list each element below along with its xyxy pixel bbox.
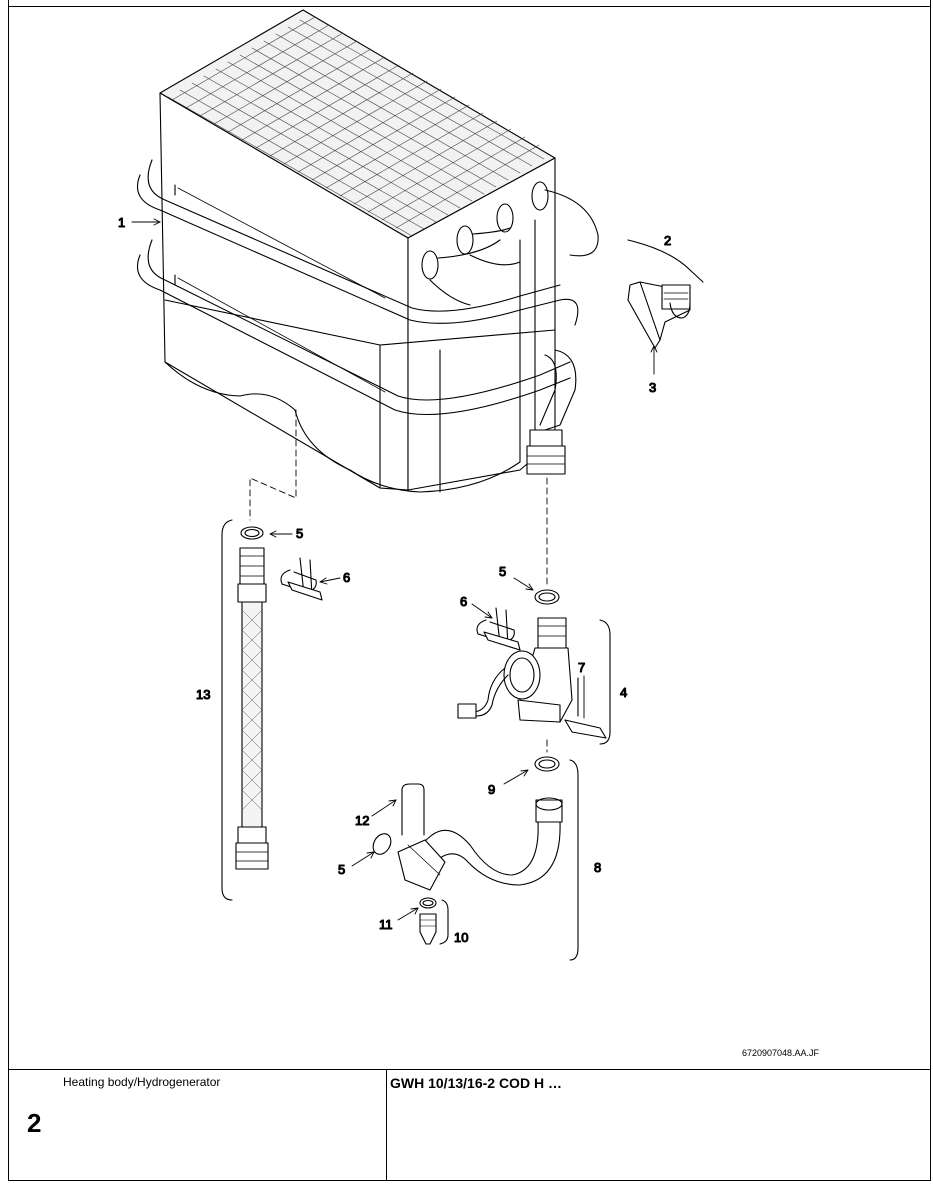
callout-2: 2 bbox=[664, 233, 671, 248]
callout-10: 10 bbox=[454, 930, 468, 945]
o-ring-part-9 bbox=[534, 756, 560, 772]
temperature-sensor-part-2 bbox=[627, 239, 704, 349]
callout-4: 4 bbox=[620, 685, 627, 700]
callout-5-lower: 5 bbox=[338, 862, 345, 877]
callout-8: 8 bbox=[594, 860, 601, 875]
callout-13: 13 bbox=[196, 687, 210, 702]
callout-5-upper-right: 5 bbox=[499, 564, 506, 579]
restrictor-part-10 bbox=[419, 897, 449, 945]
o-ring-part-5-lower bbox=[372, 833, 392, 855]
frame-top-edge bbox=[8, 0, 931, 6]
flexible-hose-part-13 bbox=[221, 519, 269, 901]
outlet-pipe-part-8 bbox=[397, 759, 579, 961]
callout-6-right: 6 bbox=[460, 594, 467, 609]
water-valve-part-4 bbox=[457, 589, 611, 745]
clip-part-12 bbox=[401, 783, 425, 836]
callout-6-left: 6 bbox=[343, 570, 350, 585]
leader-lines bbox=[131, 218, 658, 921]
heat-exchanger bbox=[136, 9, 599, 493]
callout-5-upper-left: 5 bbox=[296, 526, 303, 541]
callout-11: 11 bbox=[379, 917, 393, 932]
model-name: GWH 10/13/16-2 COD H … bbox=[390, 1075, 562, 1091]
section-title: Heating body/Hydrogenerator bbox=[63, 1075, 221, 1089]
page-number: 2 bbox=[27, 1108, 42, 1138]
callout-7: 7 bbox=[578, 660, 585, 675]
footer-column-divider bbox=[386, 1069, 387, 1181]
exploded-diagram: 1 2 3 5 6 5 6 7 4 13 9 12 8 5 11 10 bbox=[117, 9, 704, 961]
footer-divider bbox=[8, 1069, 931, 1070]
callout-12: 12 bbox=[355, 813, 369, 828]
page-frame bbox=[8, 6, 931, 1181]
drawing-reference: 6720907048.AA.JF bbox=[742, 1048, 820, 1058]
callout-9: 9 bbox=[488, 782, 495, 797]
callout-1: 1 bbox=[118, 215, 125, 230]
callout-3: 3 bbox=[649, 380, 656, 395]
clip-part-6-right bbox=[476, 607, 521, 651]
assembly-lines bbox=[249, 409, 548, 753]
clip-part-6-left bbox=[280, 557, 323, 601]
